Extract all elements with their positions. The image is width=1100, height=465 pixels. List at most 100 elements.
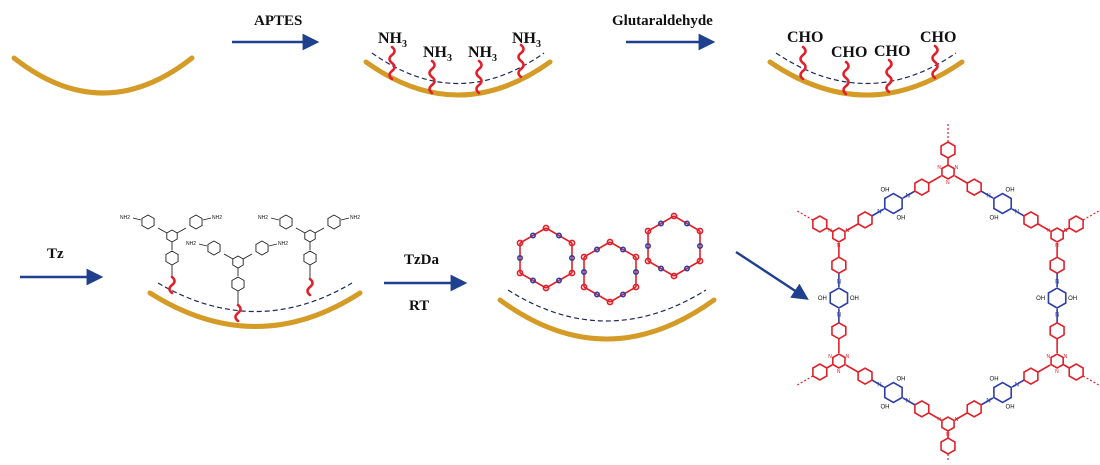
atom-label: N: [1055, 280, 1059, 286]
atom-label: OH: [818, 296, 827, 302]
atom-label: N: [937, 165, 941, 171]
bond: [1011, 208, 1025, 217]
phenyl-ring: [303, 250, 317, 266]
dialdehyde-node: [555, 232, 562, 239]
label-glutaraldehyde: Glutaraldehyde: [612, 13, 713, 29]
dialdehyde-ring: [883, 381, 903, 404]
dialdehyde-node: [658, 220, 665, 227]
atom-label: N: [837, 369, 841, 375]
atom-label: N: [837, 243, 841, 249]
linker-wave: [234, 303, 242, 323]
linker-wave: [517, 43, 525, 79]
linker-wave: [428, 59, 436, 95]
atom-label: OH: [990, 377, 999, 383]
label-aptes: APTES: [254, 13, 302, 29]
bond: [242, 253, 253, 260]
bond: [928, 175, 942, 184]
atom-label: N: [937, 417, 941, 423]
bond: [314, 227, 325, 234]
triazine-node: [632, 253, 640, 261]
triazine-node: [606, 298, 614, 306]
atom-label: NH2: [212, 215, 222, 221]
phenyl-ring: [966, 178, 982, 197]
dialdehyde-node: [530, 232, 537, 239]
triazine-node: [606, 238, 614, 246]
bond-dotted: [1082, 375, 1099, 386]
dialdehyde-node: [555, 277, 562, 284]
phenyl-ring: [1049, 256, 1065, 275]
atom-label: N: [1046, 354, 1050, 360]
bond: [176, 227, 187, 234]
phenyl-ring: [141, 214, 155, 230]
atom-label: OH: [896, 377, 905, 383]
atom-label: NH2: [186, 241, 196, 247]
atom-label: N: [1064, 228, 1068, 234]
bond: [928, 412, 942, 421]
triazine-ring: [232, 255, 244, 269]
phenyl-ring: [189, 214, 203, 230]
bond: [202, 217, 212, 221]
linker-wave: [168, 275, 176, 295]
linker-wave: [388, 45, 396, 81]
atom-label: N: [846, 228, 850, 234]
amine-group: NH3: [468, 44, 497, 64]
atom-label: N: [846, 354, 850, 360]
aldehyde-group: CHO: [831, 44, 867, 61]
bond: [902, 397, 916, 406]
atom-label: NH2: [350, 215, 360, 221]
aldehyde-group: CHO: [874, 43, 910, 60]
atom-label: N: [828, 354, 832, 360]
triazine-ring: [304, 229, 316, 243]
bond: [270, 217, 280, 221]
bond: [826, 363, 834, 369]
atom-label: N: [1015, 210, 1019, 216]
bond: [157, 227, 168, 234]
phenyl-ring: [914, 399, 930, 418]
atom-label: NH2: [258, 215, 268, 221]
substrate-amine: NH3 NH3 NH3 NH3: [363, 30, 553, 98]
triazine-ring: [1050, 227, 1064, 243]
dialdehyde-node: [568, 255, 575, 262]
atom-label: N: [955, 165, 959, 171]
dialdehyde-node: [619, 246, 626, 253]
triazine-node: [670, 272, 678, 280]
dialdehyde-node: [683, 220, 690, 227]
substrate-aldehyde: CHO CHO CHO CHO: [767, 29, 965, 98]
phenyl-ring: [940, 141, 956, 159]
triazine-node: [568, 239, 576, 247]
bond: [223, 253, 234, 260]
phenyl-ring: [1049, 321, 1065, 340]
atom-label: N: [955, 417, 959, 423]
dialdehyde-node: [696, 243, 703, 250]
bond: [198, 243, 208, 247]
atom-label: N: [837, 280, 841, 286]
atom-label: OH: [1068, 296, 1077, 302]
bond-dotted: [797, 375, 814, 386]
dialdehyde-node: [581, 268, 588, 275]
bond: [954, 175, 968, 184]
triazine-ring: [941, 416, 955, 432]
bond: [1037, 364, 1051, 373]
triazine-node: [670, 212, 678, 220]
atom-label: N: [986, 399, 990, 405]
dialdehyde-node: [632, 268, 639, 275]
cof-mini-hexagon: [516, 224, 576, 292]
bond: [845, 223, 859, 232]
arrow-zoom: [735, 250, 809, 300]
bond: [295, 227, 306, 234]
phenyl-ring: [255, 240, 269, 256]
dialdehyde-node: [530, 277, 537, 284]
bond: [340, 217, 350, 221]
linker-wave: [931, 44, 939, 80]
linker-wave: [799, 45, 807, 81]
phenyl-ring: [966, 399, 982, 418]
phenyl-ring: [1068, 363, 1084, 381]
cof-mini-hexagon: [580, 238, 640, 306]
